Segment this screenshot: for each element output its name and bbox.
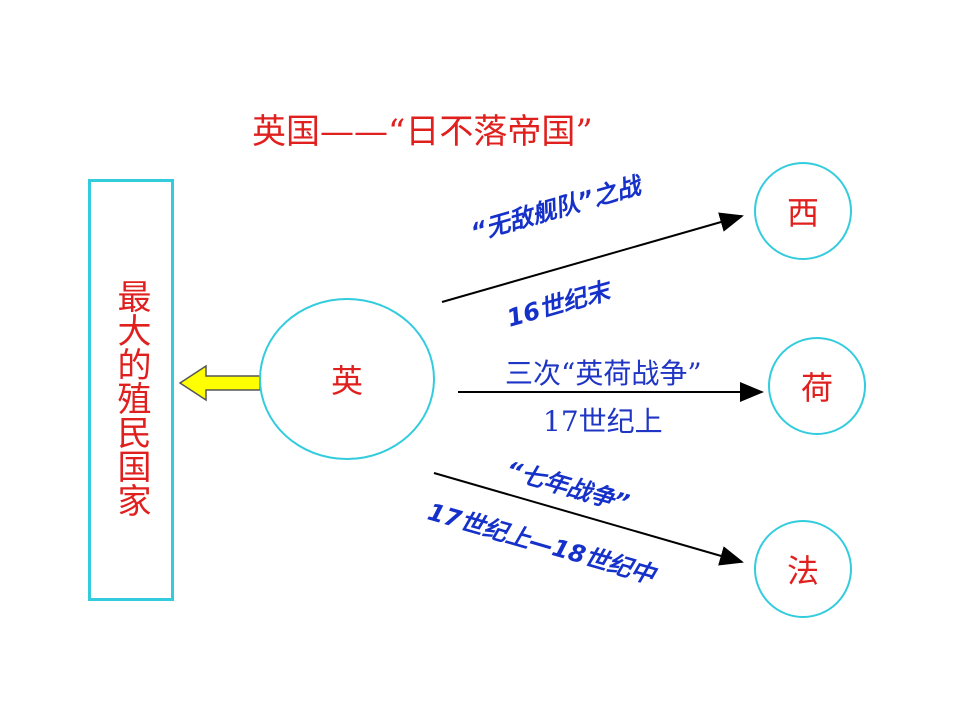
arrow-to-spain xyxy=(441,212,744,303)
britain-label: 英 xyxy=(330,362,363,400)
circle-spain: 西 xyxy=(754,162,852,260)
yellow-arrow-icon xyxy=(178,364,261,402)
arrow-to-france xyxy=(433,472,744,566)
circle-britain: 英 xyxy=(259,298,435,460)
circle-netherlands: 荷 xyxy=(768,337,866,435)
netherlands-event-label: 三次“英荷战争” xyxy=(505,357,702,390)
spain-label: 西 xyxy=(786,194,819,232)
page-title: 英国——“日不落帝国” xyxy=(252,112,593,152)
netherlands-label: 荷 xyxy=(800,369,833,407)
france-label: 法 xyxy=(786,552,819,590)
colonial-power-box: 最大的殖民国家 xyxy=(88,179,174,601)
colonial-power-text: 最大的殖民国家 xyxy=(111,279,151,517)
netherlands-time-label: 17世纪上 xyxy=(543,405,663,438)
circle-france: 法 xyxy=(754,520,852,618)
